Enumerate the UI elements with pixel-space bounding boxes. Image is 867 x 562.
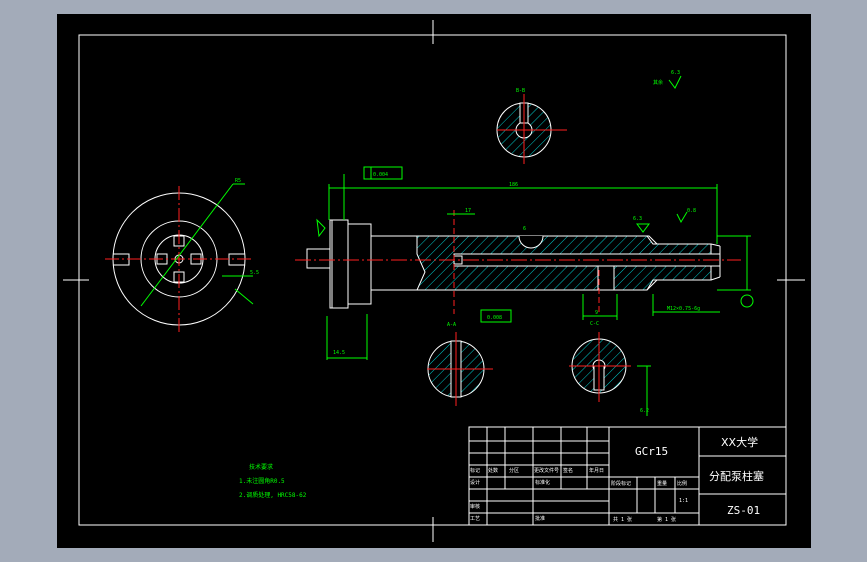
- tb-h-review: 审核: [470, 503, 480, 510]
- title-part-name: 分配泵柱塞: [709, 469, 764, 483]
- tb-sheet-no: 第 1 张: [657, 516, 676, 523]
- tb-h-process: 工艺: [470, 516, 480, 522]
- title-block: [468, 426, 787, 526]
- overall-length-label: 186: [509, 182, 518, 188]
- thread-label: M12×0.75-6g: [667, 306, 700, 312]
- title-school: XX大学: [721, 435, 758, 449]
- end-view: [105, 183, 254, 332]
- section-b-b: [496, 94, 567, 164]
- tb-h-count: 处数: [488, 467, 498, 474]
- dim-6-label: 6: [523, 226, 526, 232]
- notes-heading: 技术要求: [249, 463, 273, 471]
- section-a-a: [427, 332, 493, 406]
- frame-center-marks: [63, 20, 805, 542]
- section-a-a-label: A-A: [447, 322, 456, 328]
- section-c-c: [569, 332, 651, 416]
- tb-h-design: 设计: [470, 479, 480, 486]
- end-view-radius-label: R5: [235, 178, 241, 184]
- tolerance-flat-bottom: 0.008: [487, 315, 502, 321]
- dim-6-2-label: 6.2: [640, 408, 649, 414]
- surface-note-label: 其余: [653, 79, 663, 86]
- cad-drawing-sheet: R5 5.5: [57, 14, 811, 548]
- tb-h-change: 更改文件号: [534, 467, 559, 474]
- surface-note-value: 6.3: [671, 70, 680, 76]
- tb-sheet-total: 共 1 张: [613, 516, 632, 523]
- tb-h-sign: 签名: [563, 467, 573, 474]
- main-view: [295, 210, 741, 314]
- tb-scale-value: 1:1: [679, 498, 688, 504]
- dim-14-5-label: 14.5: [333, 350, 345, 356]
- tolerance-flat-top: 0.004: [373, 172, 388, 178]
- tb-h-stage: 阶段标记: [611, 480, 631, 487]
- main-view-dimensions: [316, 166, 754, 360]
- cad-drawing: R5 5.5: [63, 20, 805, 542]
- surface-finish-note: [668, 75, 682, 89]
- tb-h-mark: 标记: [470, 467, 480, 474]
- notes-line-2: 2.调质处理, HRC58-62: [239, 491, 307, 499]
- title-material: GCr15: [635, 445, 668, 458]
- title-drawing-no: ZS-01: [727, 504, 760, 517]
- tb-h-weight: 重量: [657, 480, 667, 487]
- end-view-dia-label: 5.5: [250, 270, 259, 276]
- section-c-c-label: C-C: [590, 321, 599, 327]
- dim-0-8-label: 0.8: [687, 208, 696, 214]
- notes-line-1: 1.未注圆角R0.5: [239, 477, 285, 485]
- dim-9-label: 9: [595, 310, 598, 316]
- tb-h-zone: 分区: [509, 467, 519, 474]
- tb-h-date: 年月日: [589, 467, 604, 474]
- surface-main-label: 6.3: [633, 216, 642, 222]
- dim-17-label: 17: [465, 208, 471, 214]
- section-b-b-label: B-B: [516, 88, 525, 94]
- tb-h-approve: 批准: [535, 515, 545, 522]
- tb-h-std: 标准化: [535, 479, 550, 486]
- tb-h-scale: 比例: [677, 480, 687, 487]
